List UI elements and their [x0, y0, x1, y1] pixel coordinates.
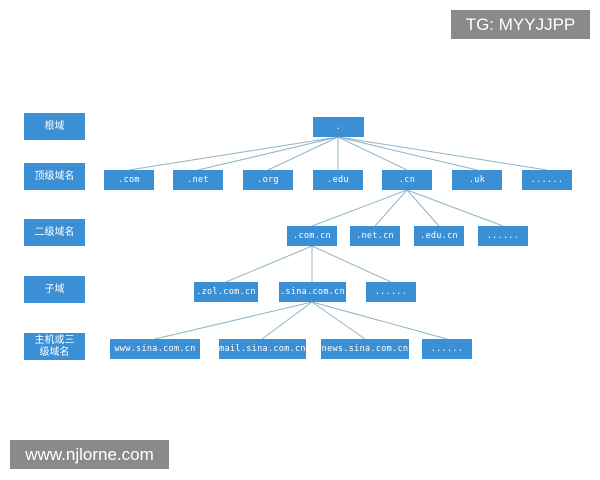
node-second-educn: .edu.cn — [414, 226, 464, 246]
level-label-root: 根域 — [24, 113, 85, 140]
level-label-second: 二级域名 — [24, 219, 85, 246]
node-tld-cn: .cn — [382, 170, 432, 190]
level-label-host: 主机或三级域名 — [24, 333, 85, 360]
node-sub-more: ...... — [366, 282, 416, 302]
node-tld-edu: .edu — [313, 170, 363, 190]
edge-root-cn — [337, 136, 408, 171]
level-label-sub: 子域 — [24, 276, 85, 303]
node-tld-more: ...... — [522, 170, 572, 190]
edge-cn-comcn — [311, 189, 408, 227]
edge-root-com — [128, 136, 339, 171]
edge-root-more — [337, 136, 548, 171]
node-sub-zol: .zol.com.cn — [194, 282, 258, 302]
node-root: . — [313, 117, 364, 137]
watermark-top: TG: MYYJJPP — [451, 10, 590, 39]
node-second-more: ...... — [478, 226, 528, 246]
edge-cn-more — [406, 189, 504, 227]
node-sub-sina: .sina.com.cn — [279, 282, 346, 302]
edge-sina-news — [311, 301, 366, 340]
edge-cn-netcn — [374, 189, 408, 227]
watermark-bottom: www.njlorne.com — [10, 440, 169, 469]
edge-sina-mail — [261, 301, 313, 340]
edge-sina-www — [154, 301, 313, 340]
node-host-news: news.sina.com.cn — [321, 339, 409, 359]
node-tld-org: .org — [243, 170, 293, 190]
edge-root-net — [197, 136, 339, 171]
level-label-tld: 顶级域名 — [24, 163, 85, 190]
node-host-more: ...... — [422, 339, 472, 359]
edge-cn-educn — [406, 189, 440, 227]
node-tld-uk: .uk — [452, 170, 502, 190]
node-host-mail: mail.sina.com.cn — [219, 339, 306, 359]
node-second-netcn: .net.cn — [350, 226, 400, 246]
edge-comcn-more — [311, 245, 392, 283]
node-second-comcn: .com.cn — [287, 226, 337, 246]
node-host-www: www.sina.com.cn — [110, 339, 200, 359]
edge-root-uk — [337, 136, 478, 171]
edge-sina-more — [311, 301, 448, 340]
edge-comcn-zol — [225, 245, 313, 283]
edge-root-org — [267, 136, 339, 171]
node-tld-com: .com — [104, 170, 154, 190]
node-tld-net: .net — [173, 170, 223, 190]
